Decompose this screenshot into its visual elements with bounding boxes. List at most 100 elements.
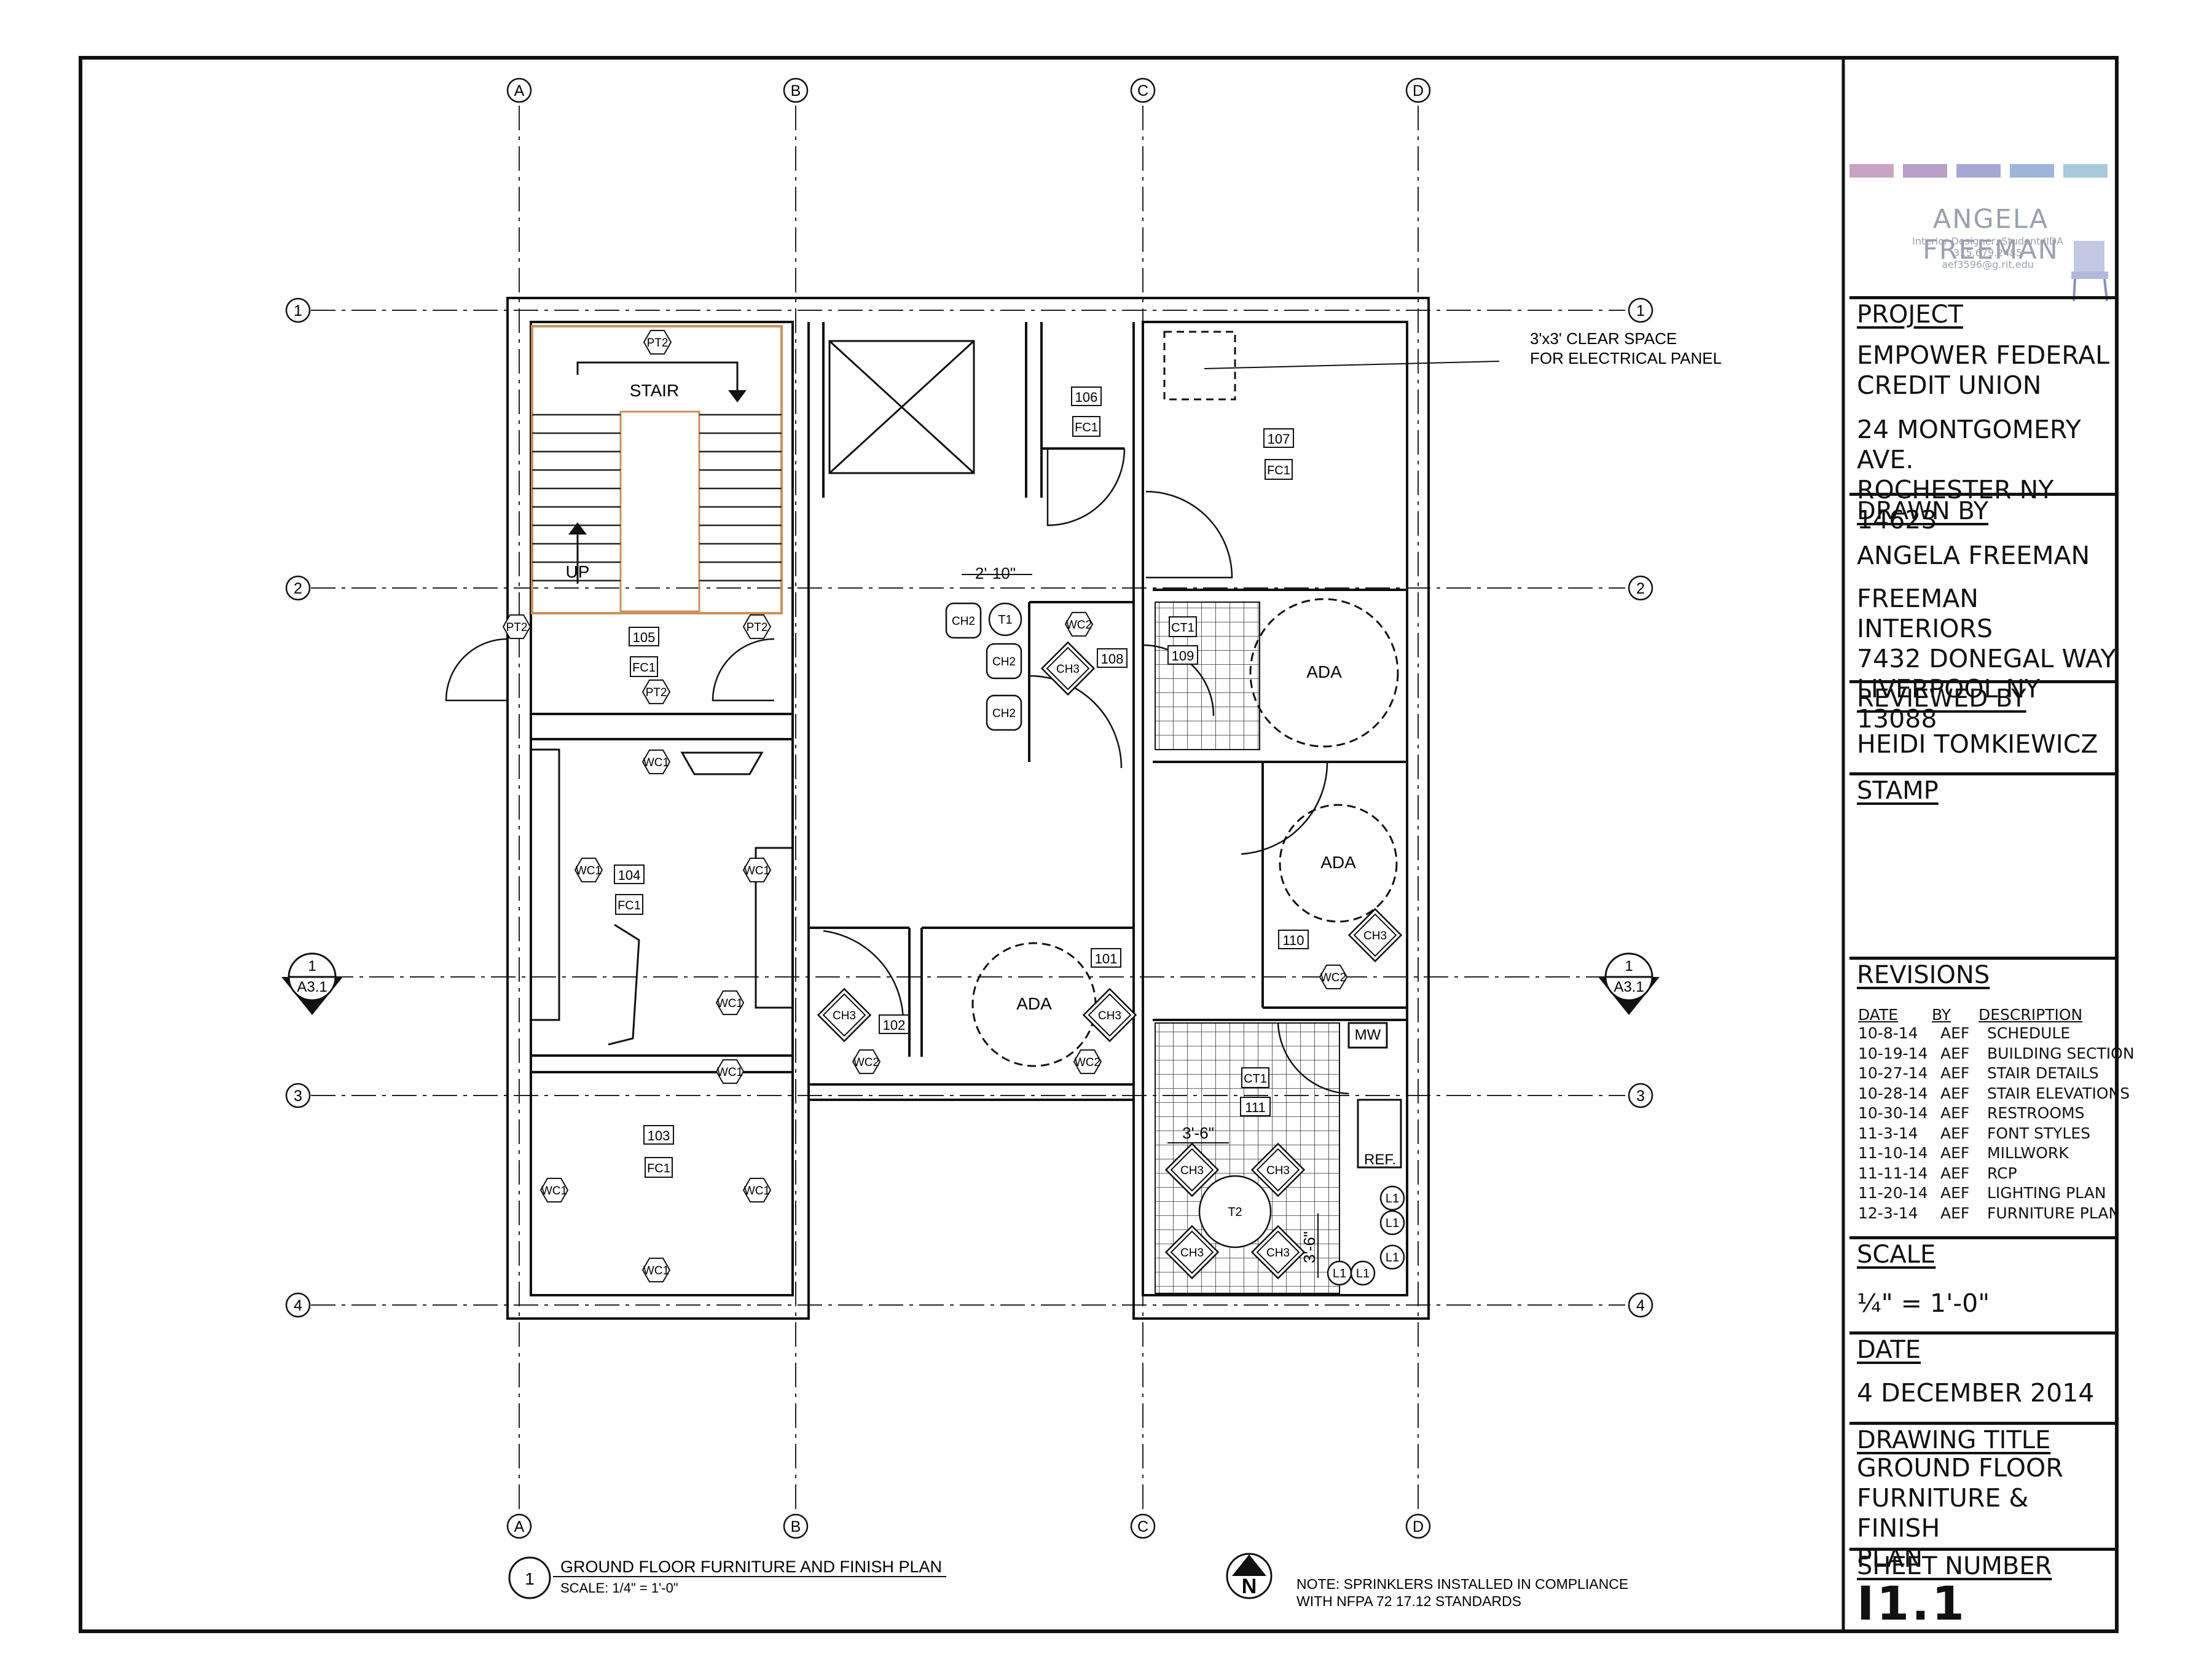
tag-code: PT2 — [506, 621, 528, 634]
date-section — [1849, 1331, 2117, 1335]
note-line: WITH NFPA 72 17.12 STANDARDS — [1296, 1593, 1521, 1609]
chair-ch2: CH2 — [945, 602, 982, 639]
drawing-title-value: GROUND FLOOR FURNITURE & FINISH PLAN — [1857, 1453, 2063, 1573]
millwork — [531, 331, 1402, 1169]
tag-code: WC2 — [1075, 1056, 1100, 1069]
tag-code: CH3 — [1363, 930, 1387, 943]
revision-by: AEF — [1940, 1064, 1970, 1082]
logo-subtitle: Interior Designer, Student IIDA — [1912, 235, 2063, 247]
chair-ch3: CH3 — [1040, 641, 1096, 696]
microwave-label: MW — [1355, 1027, 1381, 1043]
revision-by: AEF — [1940, 1204, 1970, 1222]
reviewed-by-name: HEIDI TOMKIEWICZ — [1857, 729, 2098, 759]
tag-code: WC1 — [717, 997, 743, 1010]
finish-code: FC1 — [618, 899, 641, 912]
chair-ch3: CH3 — [1164, 1225, 1220, 1280]
elevator — [828, 340, 975, 474]
tag-code: CH2 — [952, 615, 975, 628]
tag-code: CH3 — [833, 1009, 856, 1022]
tag-code: T1 — [998, 613, 1012, 627]
revision-date: 11-11-14 — [1858, 1164, 1928, 1182]
section-number: 1 — [308, 958, 316, 974]
drawing-label: 1 GROUND FLOOR FURNITURE AND FINISH PLAN… — [508, 1556, 946, 1599]
revision-desc: MILLWORK — [1987, 1144, 2069, 1162]
tag-code: L1 — [1356, 1267, 1370, 1280]
lounge-chair-l1: L1 — [1327, 1260, 1352, 1286]
revision-desc: STAIR DETAILS — [1987, 1064, 2099, 1082]
drawn-by-label: DRAWN BY — [1857, 497, 1989, 525]
grid-bubble-col: A — [506, 1513, 532, 1539]
chair-logo-icon — [2071, 241, 2108, 302]
finish-tag-wc1: WC1 — [715, 990, 745, 1016]
ada-labels: ADA ADA ADA — [1016, 662, 1356, 1013]
finish-tag-wc1: WC1 — [574, 857, 603, 883]
revisions-section — [1849, 957, 2117, 960]
finish-tag-wc1: WC1 — [641, 1257, 671, 1283]
tag-code: CH3 — [1180, 1247, 1204, 1260]
section-marker-right: 1 A3.1 — [1598, 952, 1660, 1015]
tag-code: WC2 — [1320, 971, 1346, 984]
logo-bar — [1956, 164, 2001, 178]
door-swings — [445, 448, 1349, 1095]
chair-ch3: CH3 — [1250, 1225, 1306, 1280]
dimension-label: 3'-6" — [1300, 1231, 1319, 1263]
chair-ch3: CH3 — [1164, 1142, 1220, 1198]
logo-bar — [1849, 164, 1894, 178]
finish-code: FC1 — [647, 1162, 670, 1175]
grid-col-label: D — [1413, 82, 1424, 100]
section-marker-left: 1 A3.1 — [281, 952, 343, 1015]
room-tag-102: 102 — [879, 1014, 909, 1034]
logo-bar — [1903, 164, 1947, 178]
revision-desc: SCHEDULE — [1987, 1024, 2071, 1042]
drawn-by-name: ANGELA FREEMAN — [1857, 541, 2090, 570]
revision-date-header: DATE — [1858, 1006, 1899, 1024]
sheet-number-section — [1849, 1548, 2117, 1551]
room-tag-110: 110 — [1278, 930, 1309, 949]
drawn-by-section — [1849, 493, 2117, 496]
tag-code: WC2 — [853, 1056, 879, 1069]
tag-code: PT2 — [646, 686, 667, 699]
finish-tag-pt2: PT2 — [742, 614, 772, 640]
finish-tag-pt2: PT2 — [643, 329, 672, 355]
grid-bubble-row: 3 — [1628, 1083, 1653, 1108]
finish-tag-wc1: WC1 — [742, 1177, 772, 1203]
revision-desc: FURNITURE PLAN — [1987, 1204, 2120, 1222]
drawing-title: GROUND FLOOR FURNITURE AND FINISH PLAN — [560, 1558, 942, 1576]
tag-code: CH2 — [992, 656, 1016, 668]
room-number: 103 — [648, 1128, 670, 1143]
room-number: 106 — [1075, 390, 1098, 405]
grid-row-label: 3 — [1636, 1088, 1645, 1105]
ada-label: ADA — [1016, 994, 1052, 1013]
revision-date: 10-19-14 — [1858, 1044, 1928, 1062]
grid-bubble-col: A — [506, 77, 532, 103]
finish-tag-wc1: WC1 — [539, 1177, 569, 1203]
room-number: 110 — [1282, 933, 1304, 948]
revision-desc: STAIR ELEVATIONS — [1987, 1084, 2130, 1102]
revision-desc: LIGHTING PLAN — [1987, 1184, 2106, 1202]
chair-ch3: CH3 — [817, 987, 872, 1043]
ada-label: ADA — [1306, 662, 1342, 681]
table-t1: T1 — [988, 602, 1022, 637]
room-number: 108 — [1101, 651, 1124, 667]
grid-bubble-row: 2 — [1628, 575, 1653, 601]
tag-code: CH3 — [1098, 1009, 1121, 1022]
fridge-label: REF. — [1364, 1151, 1396, 1168]
finish-tag-wc1: WC1 — [641, 749, 671, 775]
revision-by: AEF — [1940, 1124, 1970, 1142]
grid-col-label: A — [514, 82, 525, 100]
revision-date: 10-27-14 — [1858, 1064, 1928, 1082]
drawn-by-firm: FREEMAN INTERIORS 7432 DONEGAL WAY LIVER… — [1857, 584, 2116, 734]
finish-tag-wc1: WC1 — [742, 857, 772, 883]
table-t2: T2 — [1198, 1175, 1272, 1248]
tag-code: PT2 — [747, 621, 768, 634]
tag-code: L1 — [1386, 1251, 1399, 1264]
tag-code: L1 — [1386, 1192, 1399, 1205]
reviewed-by-section — [1849, 680, 2117, 683]
room-number: 107 — [1268, 431, 1290, 447]
project-address: 24 MONTGOMERY AVE. ROCHESTER NY 14623 — [1857, 415, 2081, 535]
